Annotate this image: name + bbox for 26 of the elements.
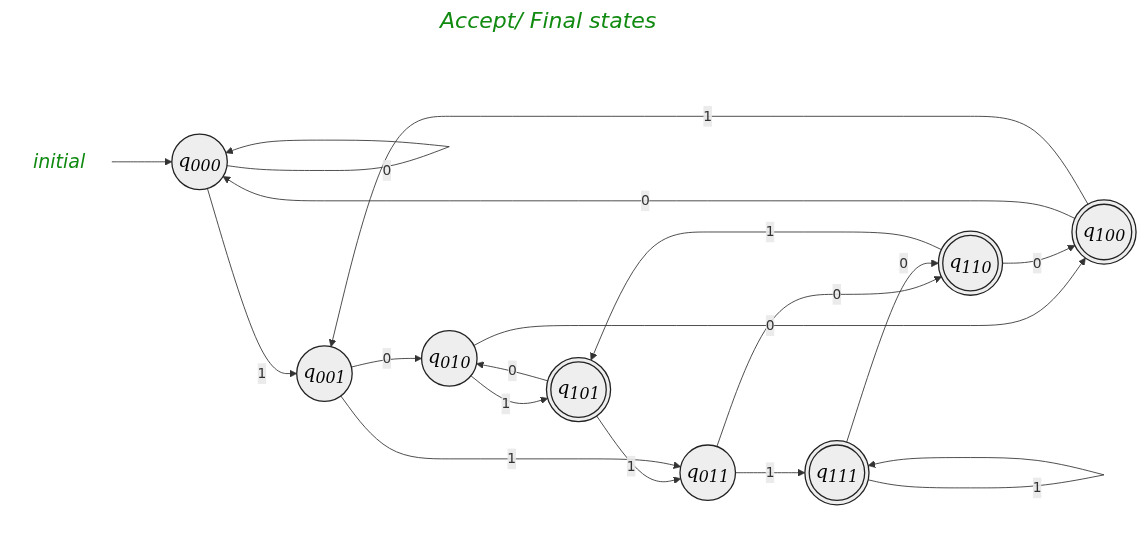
node-circle: q$_{011}$ <box>679 443 737 501</box>
edge-label: 1 <box>1032 478 1042 496</box>
edge-label: 0 <box>640 191 650 209</box>
edge-label: 0 <box>508 361 517 379</box>
edge-label: 0 <box>382 349 392 366</box>
node-circle: q$_{111}$ <box>804 439 870 506</box>
node-circle: q$_{110}$ <box>937 230 1004 296</box>
edge-label: 0 <box>832 285 842 302</box>
annotation-text: Accept/ Final states <box>440 8 657 33</box>
edge-label: 0 <box>1032 254 1042 271</box>
edge-label: 1 <box>765 463 775 481</box>
node-circle: q$_{000}$ <box>171 133 228 190</box>
edge-label: 0 <box>382 161 392 178</box>
edge-label: 0 <box>765 316 775 333</box>
node-circle: q$_{010}$ <box>420 329 478 387</box>
node-circle: q$_{001}$ <box>296 344 353 402</box>
node-circle: q$_{100}$ <box>1071 198 1137 265</box>
edge-label: 1 <box>257 364 267 382</box>
edge-label: 1 <box>507 449 517 467</box>
node-circle: q$_{101}$ <box>545 356 612 422</box>
edge-label: 0 <box>899 254 909 271</box>
edge-label: 1 <box>703 107 713 124</box>
edge-label: 1 <box>626 457 636 474</box>
node-text: initial <box>32 150 86 173</box>
edge-label: 1 <box>501 394 511 412</box>
edge-label: 1 <box>765 222 775 240</box>
